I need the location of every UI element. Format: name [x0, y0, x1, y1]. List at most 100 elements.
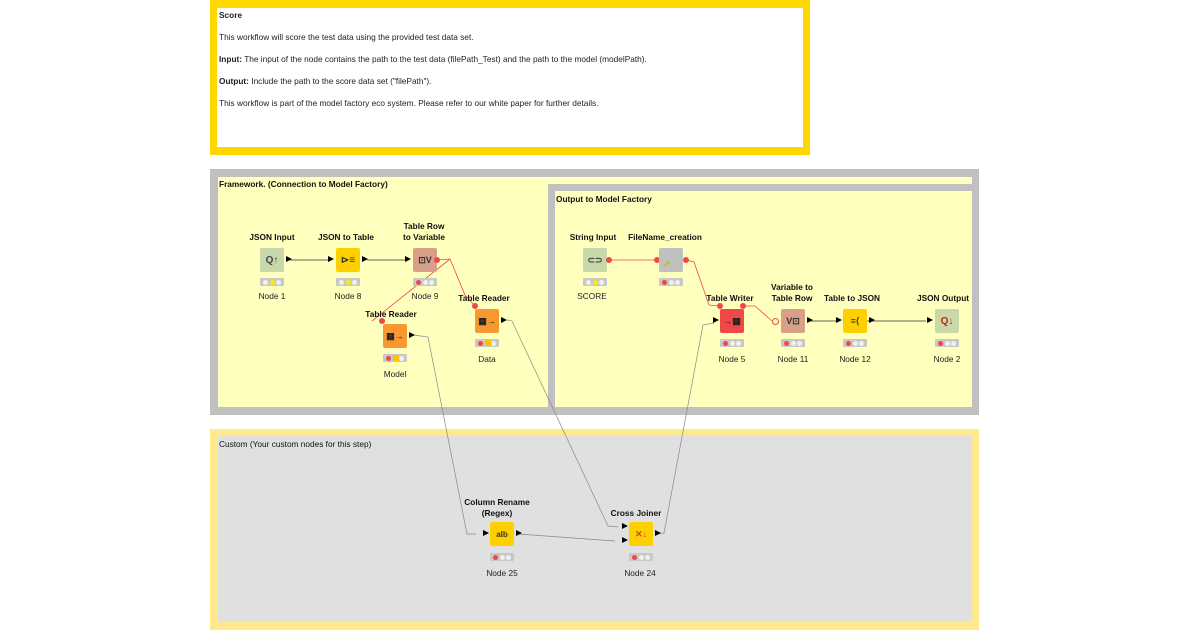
flow-variable-wire	[685, 259, 721, 307]
flow-variable-port[interactable]	[717, 303, 723, 309]
node-label: Node 24	[624, 568, 656, 578]
json-output-icon: Q↓	[940, 315, 954, 327]
output-port[interactable]	[286, 256, 292, 262]
node-status-indicator	[383, 354, 407, 362]
annotation-line: This workflow will score the test data u…	[219, 32, 474, 42]
node-cross-joiner[interactable]: ✕↓	[629, 522, 653, 546]
flow-variable-port[interactable]	[683, 257, 689, 263]
table-row-to-variable-icon: ⊡V	[418, 254, 432, 265]
node-table-reader-model[interactable]: ▦→	[383, 324, 407, 348]
cross-joiner-icon: ✕↓	[634, 528, 648, 539]
json-to-table-icon: ⊳≡	[340, 254, 356, 266]
node-json-input[interactable]: Q↑	[260, 248, 284, 272]
input-port[interactable]	[927, 317, 933, 323]
connection-wire	[657, 322, 715, 535]
framework-annotation-title: Framework. (Connection to Model Factory)	[219, 179, 388, 189]
input-label: Input:	[219, 54, 243, 64]
node-label: Data	[478, 354, 496, 364]
node-title-line1: Column Rename	[464, 497, 530, 507]
node-status-indicator	[583, 278, 607, 286]
flow-variable-port[interactable]	[654, 257, 660, 263]
warning-icon	[484, 340, 491, 346]
output-annotation[interactable]	[555, 191, 972, 407]
node-status-indicator	[781, 339, 805, 347]
node-table-row-to-variable[interactable]: ⊡V	[413, 248, 437, 272]
custom-annotation[interactable]	[218, 436, 972, 622]
output-port[interactable]	[869, 317, 875, 323]
flow-variable-port[interactable]	[434, 257, 440, 263]
node-status-indicator	[260, 278, 284, 286]
metanode-icon: ↗	[662, 259, 671, 270]
output-port[interactable]	[655, 530, 661, 536]
node-label: Node 11	[777, 354, 809, 364]
input-port-top[interactable]	[622, 523, 628, 529]
table-to-json-icon: ≡⟨	[850, 315, 860, 326]
workflow-description-annotation[interactable]: Score This workflow will score the test …	[210, 0, 810, 155]
flow-variable-port[interactable]	[379, 318, 385, 324]
output-port[interactable]	[807, 317, 813, 323]
node-label: Node 8	[334, 291, 362, 301]
column-rename-regex-icon: aIb	[496, 529, 508, 539]
table-reader-icon: ▦→	[386, 330, 404, 341]
variable-to-table-row-icon: V⊡	[786, 315, 800, 326]
node-table-reader-data[interactable]: ▦→	[475, 309, 499, 333]
node-title-line2: to Variable	[403, 232, 445, 242]
node-status-indicator	[336, 278, 360, 286]
node-column-rename-regex[interactable]: aIb	[490, 522, 514, 546]
node-string-input[interactable]: ⊂⊃	[583, 248, 607, 272]
node-table-to-json[interactable]: ≡⟨	[843, 309, 867, 333]
input-port[interactable]	[328, 256, 334, 262]
flow-variable-port[interactable]	[472, 303, 478, 309]
node-title: Cross Joiner	[610, 508, 662, 518]
annotation-output-line: Output: Include the path to the score da…	[219, 76, 801, 86]
input-port[interactable]	[483, 530, 489, 536]
node-title-line1: Variable to	[771, 282, 813, 292]
table-reader-icon: ▦→	[478, 315, 496, 326]
output-text: Include the path to the score data set (…	[248, 76, 432, 86]
connection-wire	[506, 319, 619, 528]
node-title: FileName_creation	[628, 232, 702, 242]
annotation-title: Score	[219, 10, 243, 20]
node-status-indicator	[720, 339, 744, 347]
output-port[interactable]	[409, 332, 415, 338]
output-port[interactable]	[362, 256, 368, 262]
node-status-indicator	[935, 339, 959, 347]
node-title: Table Reader	[365, 309, 417, 319]
input-port[interactable]	[836, 317, 842, 323]
node-title: JSON to Table	[317, 232, 375, 242]
input-port-bottom[interactable]	[622, 537, 628, 543]
node-status-indicator	[843, 339, 867, 347]
node-status-indicator	[490, 553, 514, 561]
output-port[interactable]	[501, 317, 507, 323]
flow-variable-port[interactable]	[606, 257, 612, 263]
connection-wire	[517, 533, 616, 542]
node-title-line2: Table Row	[771, 293, 813, 303]
node-title-line2: (Regex)	[481, 508, 513, 518]
table-writer-icon: →▦	[723, 315, 741, 326]
string-input-icon: ⊂⊃	[587, 254, 603, 265]
flow-variable-port[interactable]	[740, 303, 746, 309]
optional-variable-port[interactable]	[772, 318, 779, 325]
annotation-input-line: Input: The input of the node contains th…	[219, 54, 801, 64]
node-title: Table Reader	[458, 293, 510, 303]
node-json-output[interactable]: Q↓	[935, 309, 959, 333]
flow-variable-wire	[436, 258, 476, 307]
node-status-indicator	[413, 278, 437, 286]
node-title: Table to JSON	[823, 293, 881, 303]
node-filename-creation[interactable]: ↗	[659, 248, 683, 272]
node-title-line1: Table Row	[403, 221, 445, 231]
flow-variable-wire	[743, 305, 773, 322]
node-label: Node 5	[718, 354, 746, 364]
node-table-writer[interactable]: →▦	[720, 309, 744, 333]
node-json-to-table[interactable]: ⊳≡	[336, 248, 360, 272]
node-variable-to-table-row[interactable]: V⊡	[781, 309, 805, 333]
output-port[interactable]	[516, 530, 522, 536]
node-title: JSON Output	[916, 293, 970, 303]
node-title: String Input	[569, 232, 617, 242]
input-port[interactable]	[405, 256, 411, 262]
input-port[interactable]	[713, 317, 719, 323]
node-title: Column Rename(Regex)	[437, 497, 557, 519]
custom-annotation-title: Custom (Your custom nodes for this step)	[219, 439, 372, 449]
